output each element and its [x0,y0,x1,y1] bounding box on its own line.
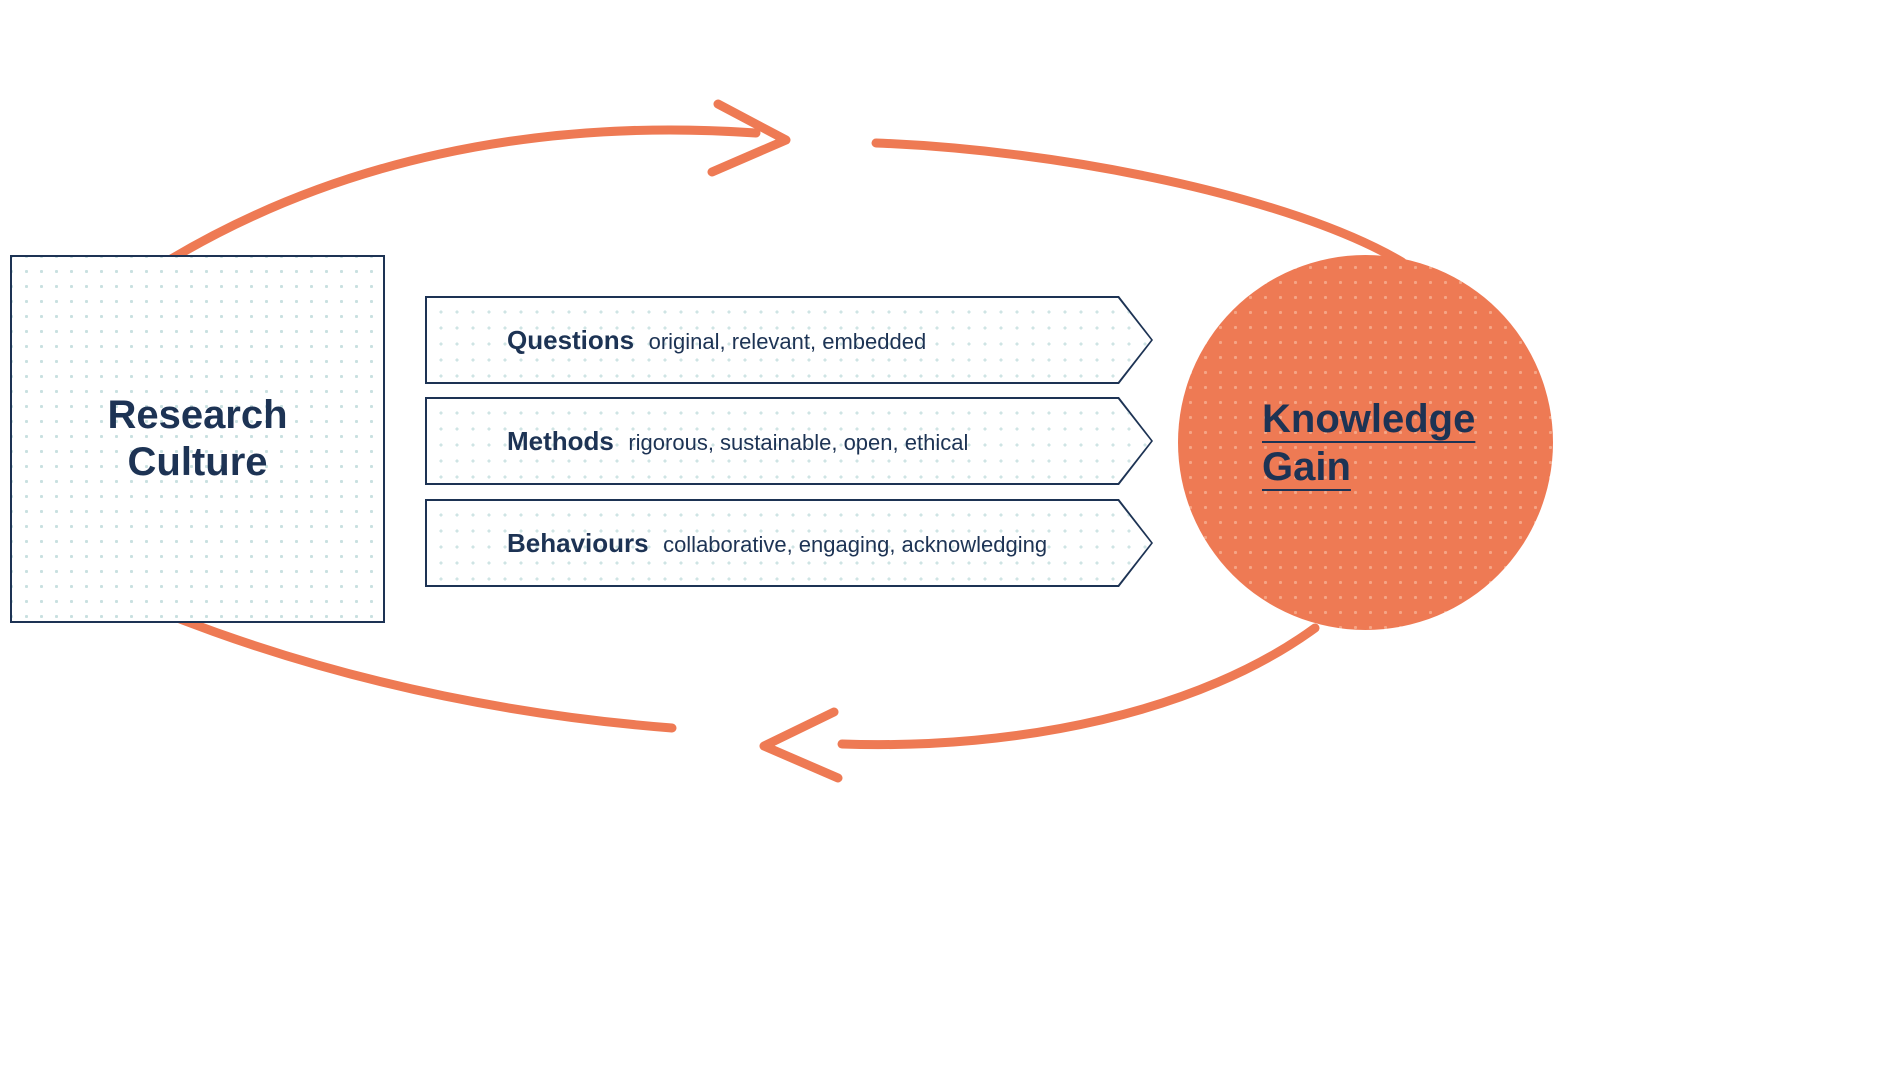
cycle-arrow-top-left-arc [145,125,761,277]
banner-methods-subtitle: rigorous, sustainable, open, ethical [628,429,969,455]
banner-behaviours-text: Behaviours collaborative, engaging, ackn… [427,528,1047,559]
banner-behaviours-subtitle: collaborative, engaging, acknowledging [663,531,1048,557]
research-culture-line2: Culture [127,440,268,484]
cycle-arrow-bottom-left-arc [147,603,677,733]
research-culture-line1: Research [107,392,288,437]
research-culture-box: Research Culture [10,255,385,623]
banner-questions-body: Questions original, relevant, embedded [427,298,1151,382]
banner-methods-title: Methods [507,425,614,456]
banner-behaviours-body: Behaviours collaborative, engaging, ackn… [427,501,1151,585]
knowledge-gain-line1: Knowledge [1262,396,1476,441]
banner-questions-title: Questions [507,324,635,355]
banner-methods: Methods rigorous, sustainable, open, eth… [425,397,1153,485]
banner-behaviours-title: Behaviours [507,527,649,558]
research-culture-title: Research Culture [107,392,287,486]
banner-methods-text: Methods rigorous, sustainable, open, eth… [427,426,968,457]
cycle-arrow-top-right-arc [871,138,1407,267]
banner-behaviours: Behaviours collaborative, engaging, ackn… [425,499,1153,587]
banner-methods-body: Methods rigorous, sustainable, open, eth… [427,399,1151,483]
banner-questions-text: Questions original, relevant, embedded [427,325,926,356]
knowledge-gain-title: Knowledge Gain [1178,395,1475,491]
arrowhead-left-icon [759,707,843,783]
cycle-arrow-bottom-right-arc [837,623,1320,750]
knowledge-gain-circle: Knowledge Gain [1178,255,1553,630]
banner-questions-subtitle: original, relevant, embedded [648,328,927,354]
banner-questions: Questions original, relevant, embedded [425,296,1153,384]
knowledge-gain-line2: Gain [1262,444,1351,489]
arrowhead-right-icon [707,99,791,177]
